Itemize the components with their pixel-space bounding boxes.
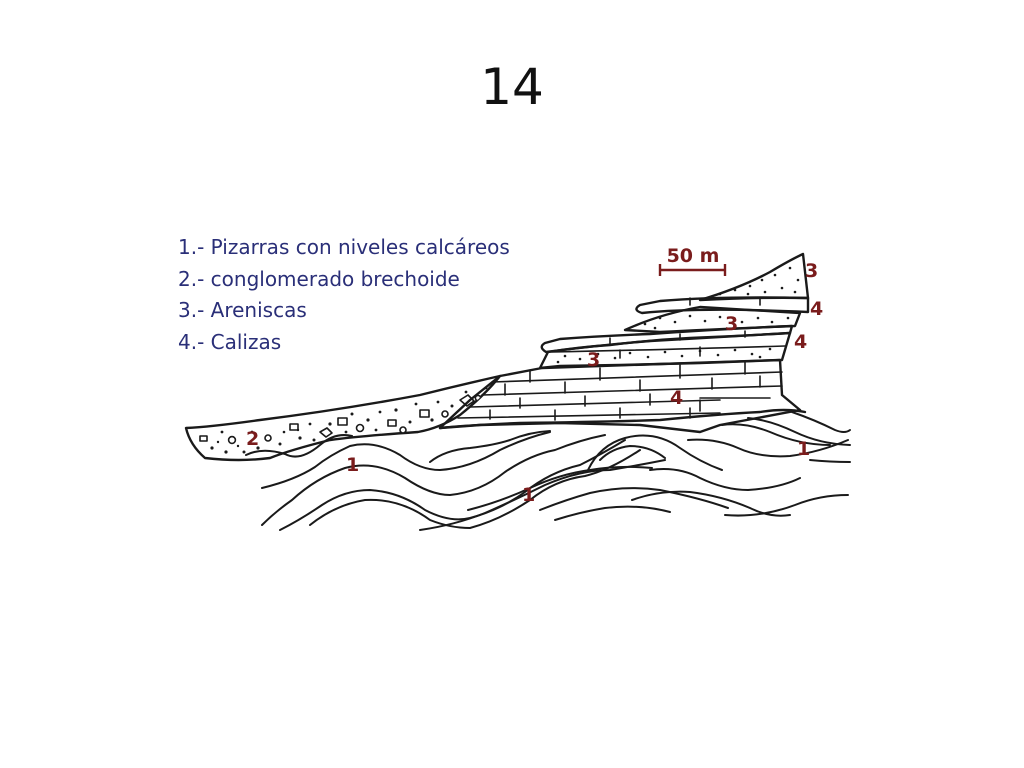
legend-item-calizas: 4.- Calizas	[178, 329, 282, 354]
conglomerate-unit-2	[184, 374, 502, 462]
label-unit-2: 2	[246, 428, 259, 450]
label-unit-4-middle: 4	[794, 331, 807, 353]
limestone-unit-4-upper	[635, 296, 810, 315]
legend-item-conglomerado: 2.- conglomerado brechoide	[178, 266, 460, 291]
label-unit-1-center: 1	[522, 484, 535, 506]
sandstone-unit-3-upper	[623, 305, 802, 334]
label-unit-1-right: 1	[797, 438, 810, 460]
label-unit-3-lower: 3	[587, 349, 600, 371]
legend-item-pizarras: 1.- Pizarras con niveles calcáreos	[178, 235, 510, 259]
legend: 1.- Pizarras con niveles calcáreos 2.- c…	[178, 232, 510, 358]
label-unit-1-left: 1	[346, 454, 359, 476]
scale-bar: 50 m	[658, 245, 727, 276]
limestone-unit-4-lower	[438, 358, 807, 434]
label-unit-3-upper: 3	[805, 260, 818, 282]
unit-labels: 2 1 1 1 4 3 4 3 4 3	[246, 260, 823, 506]
slide-title: 14	[480, 58, 544, 116]
limestone-unit-4-middle	[540, 324, 794, 359]
label-unit-4-lower: 4	[670, 387, 683, 409]
label-unit-3-middle: 3	[725, 313, 738, 335]
legend-item-areniscas: 3.- Areniscas	[178, 298, 307, 322]
scale-bar-label: 50 m	[667, 245, 720, 267]
sandstone-stipple	[556, 266, 800, 364]
label-unit-4-upper: 4	[810, 298, 823, 320]
sandstone-unit-3-summit	[698, 252, 810, 302]
folded-slates-unit-1	[245, 411, 851, 531]
